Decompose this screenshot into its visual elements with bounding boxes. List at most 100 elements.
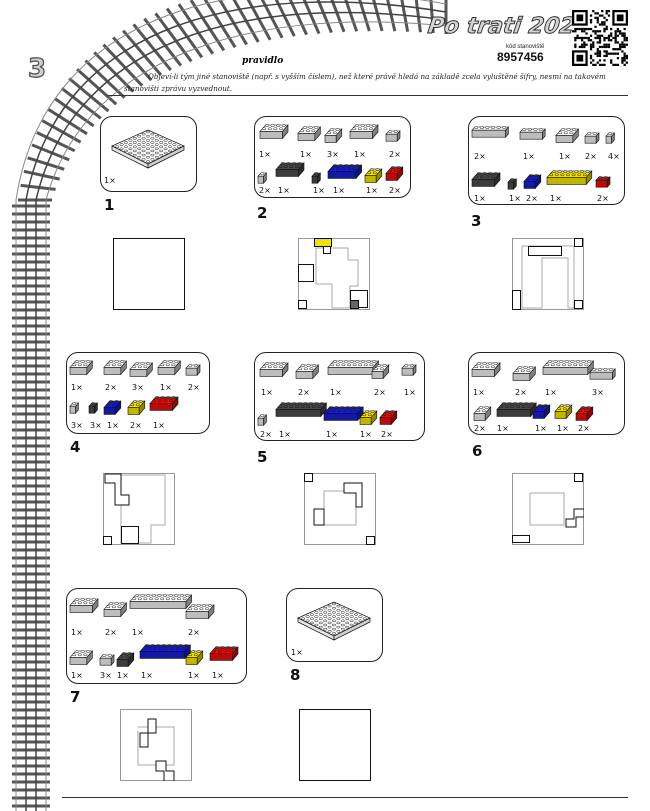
map-6-block	[574, 473, 583, 482]
brick-count-label: 1×	[278, 186, 290, 195]
map-4-block	[104, 473, 130, 506]
brick-count-label: 1×	[117, 671, 129, 680]
lego-brick-icon	[401, 364, 417, 376]
map-5-path	[313, 482, 363, 526]
lego-brick-icon	[69, 402, 80, 414]
brick-count-label: 1×	[545, 388, 557, 397]
lego-brick-icon	[185, 604, 215, 620]
brick-count-label: 1×	[557, 424, 569, 433]
map-5-block	[304, 473, 313, 482]
lego-brick-icon	[259, 362, 289, 378]
lego-brick-icon	[99, 654, 115, 666]
lego-brick-icon	[364, 168, 383, 184]
lego-brick-icon	[275, 162, 305, 178]
brick-count-label: 2×	[578, 424, 590, 433]
lego-brick-icon	[129, 594, 193, 610]
brick-count-label: 3×	[592, 388, 604, 397]
lego-brick-icon	[379, 410, 398, 426]
lego-brick-icon	[103, 360, 128, 376]
brick-count-label: 2×	[374, 388, 386, 397]
lego-brick-icon	[311, 172, 322, 184]
lego-brick-icon	[327, 164, 363, 180]
brick-count-label: 1×	[497, 424, 509, 433]
lego-brick-icon	[69, 360, 94, 376]
brick-count-label: 2×	[474, 424, 486, 433]
brick-count-label: 1×	[259, 150, 271, 159]
puzzle-number: 1	[104, 196, 115, 214]
brick-count-label: 2×	[389, 150, 401, 159]
brick-count-label: 1×	[188, 671, 200, 680]
map-7-path	[137, 718, 175, 781]
brick-count-label: 2×	[597, 194, 609, 203]
puzzle-number: 2	[257, 204, 268, 222]
lego-brick-icon	[127, 400, 146, 416]
lego-brick-icon	[555, 128, 580, 144]
brick-count-label: 2×	[260, 430, 272, 439]
lego-brick-icon	[496, 402, 537, 418]
lego-brick-icon	[259, 124, 289, 140]
puzzle-number: 6	[472, 442, 483, 460]
brick-count-label: 1×	[550, 194, 562, 203]
brick-count-label: 1×	[333, 186, 345, 195]
brick-count-label: 2×	[381, 430, 393, 439]
qr-code-icon	[572, 10, 628, 66]
lego-brick-icon	[257, 414, 268, 426]
brick-count-label: 1×	[160, 383, 172, 392]
brick-count-label: 1×	[326, 430, 338, 439]
lego-brick-icon	[185, 650, 204, 666]
brick-count-label: 1×	[71, 383, 83, 392]
brick-count-label: 1×	[71, 671, 83, 680]
lego-brick-icon	[385, 166, 404, 182]
lego-brick-icon	[473, 406, 492, 422]
map-2-block	[323, 246, 331, 254]
brick-count-label: 2×	[188, 383, 200, 392]
lego-brick-icon	[324, 128, 343, 144]
map-4	[103, 473, 175, 545]
brick-count-label: 1×	[291, 648, 303, 657]
lego-brick-icon	[129, 362, 154, 378]
rule-title: pravidlo	[242, 56, 284, 66]
map-3	[512, 238, 584, 310]
map-4-block	[121, 526, 139, 544]
brick-count-label: 1×	[474, 194, 486, 203]
brick-count-label: 1×	[212, 671, 224, 680]
puzzle-number: 4	[70, 438, 81, 456]
brick-count-label: 1×	[141, 671, 153, 680]
brick-count-label: 3×	[90, 421, 102, 430]
lego-brick-icon	[471, 172, 501, 188]
lego-brick-icon	[471, 126, 510, 138]
brick-count-label: 1×	[366, 186, 378, 195]
lego-brick-icon	[139, 644, 192, 660]
lego-baseplate-icon	[297, 601, 371, 641]
map-7	[120, 709, 192, 781]
brick-count-label: 2×	[298, 388, 310, 397]
puzzle-number: 7	[70, 688, 81, 706]
lego-brick-icon	[209, 646, 239, 662]
brick-count-label: 1×	[107, 421, 119, 430]
brick-count-label: 1×	[300, 150, 312, 159]
brick-count-label: 1×	[523, 152, 535, 161]
brick-count-label: 2×	[389, 186, 401, 195]
brick-count-label: 3×	[327, 150, 339, 159]
brick-count-label: 3×	[132, 383, 144, 392]
brick-count-label: 2×	[515, 388, 527, 397]
brick-count-label: 1×	[330, 388, 342, 397]
lego-brick-icon	[519, 128, 546, 140]
brick-count-label: 1×	[404, 388, 416, 397]
lego-brick-icon	[295, 364, 320, 380]
lego-brick-icon	[385, 130, 401, 142]
brick-count-label: 1×	[71, 628, 83, 637]
map-2-block	[350, 300, 359, 309]
map-4-block	[103, 536, 112, 545]
footer-divider	[62, 797, 628, 798]
map-3-block	[574, 300, 583, 309]
brick-count-label: 2×	[585, 152, 597, 161]
lego-brick-icon	[349, 124, 379, 140]
lego-brick-icon	[185, 364, 201, 376]
lego-brick-icon	[103, 602, 128, 618]
lego-brick-icon	[359, 410, 378, 426]
lego-brick-icon	[327, 360, 380, 376]
brick-count-label: 1×	[279, 430, 291, 439]
map-6-path	[529, 492, 584, 528]
lego-brick-icon	[257, 172, 268, 184]
